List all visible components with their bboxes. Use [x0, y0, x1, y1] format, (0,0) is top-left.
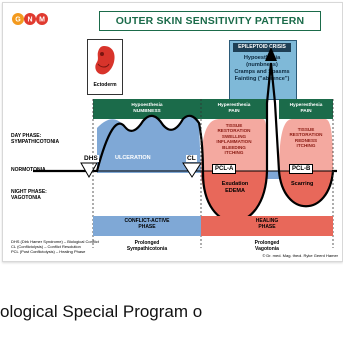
- healing-phase-label: HEALING PHASE: [203, 218, 331, 230]
- label-line: SYMPATHICOTONIA: [11, 139, 60, 145]
- logo-letter-m: M: [39, 17, 45, 24]
- symptom: REDNESS: [294, 137, 318, 143]
- copyright: © Dr. med. Mag. theol. Ryke Geerd Hamer: [262, 253, 338, 258]
- pcl-a-upper: [201, 119, 267, 173]
- band-line: Hyperesthesia: [289, 103, 323, 108]
- right-symptoms: TISSUE RESTORATION REDNESS ITCHING: [282, 127, 330, 149]
- band-line: PAIN: [228, 108, 240, 114]
- sensitivity-curve: [33, 62, 337, 223]
- conflict-active-area: [97, 115, 201, 173]
- band-line: PAIN: [300, 108, 312, 114]
- legend-item: PCL (Post Conflictolysis) – Healing Phas…: [11, 249, 86, 254]
- crisis-line: (numbness): [246, 62, 278, 68]
- logo-letter-n: N: [27, 17, 32, 24]
- pcl-b-marker: PCL-B: [289, 164, 314, 174]
- day-phase-label: DAY PHASE: SYMPATHICOTONIA: [11, 133, 59, 145]
- conflict-band-label: Hypoesthesia NUMBNESS: [99, 103, 195, 114]
- cl-triangle: [182, 162, 202, 178]
- conflict-band: [93, 99, 201, 119]
- hyperesthesia-band-right: [279, 99, 333, 119]
- symptom: ITCHING: [224, 150, 244, 156]
- ulceration-label: ULCERATION: [115, 155, 151, 161]
- prolonged-vagotonia-label: Prolonged Vagotonia: [203, 240, 331, 252]
- band-line: Hypoesthesia: [131, 103, 163, 108]
- diagram-title: OUTER SKIN SENSITIVITY PATTERN: [99, 11, 321, 31]
- pcl-a-valley: [201, 171, 267, 222]
- scarring-label: Scarring: [291, 181, 314, 187]
- symptom: SWELLING: [221, 133, 247, 139]
- label-line: DAY PHASE:: [11, 133, 42, 139]
- exudation-label: Exudation EDEMA: [209, 181, 261, 194]
- symptom: TISSUE: [297, 127, 315, 132]
- label-line: NIGHT PHASE:: [11, 189, 47, 195]
- epileptoid-crisis-text: Hypoesthesia (numbness) Cramps and Spasm…: [231, 55, 293, 83]
- phase-line: Vagotonia: [255, 246, 279, 252]
- hyper-right-band-label: Hyperesthesia PAIN: [281, 103, 331, 114]
- symptom: RESTORATION: [217, 128, 251, 134]
- night-phase-label: NIGHT PHASE: VAGOTONIA: [11, 189, 47, 201]
- phase-line: PHASE: [138, 224, 156, 230]
- epileptoid-crisis-title: EPILEPTOID CRISIS: [233, 43, 291, 52]
- ectoderm-label: Ectoderm: [93, 82, 117, 88]
- cl-marker: CL: [186, 155, 197, 162]
- symptom: RESTORATION: [289, 132, 323, 138]
- phase-line: CONFLICT-ACTIVE: [124, 218, 170, 224]
- healing-phase-box: [201, 216, 333, 236]
- band-line: NUMBNESS: [133, 108, 161, 114]
- label-line: VAGOTONIA: [11, 195, 41, 201]
- phase-line: Prolonged: [254, 240, 280, 246]
- symptom: INFLAMMATION: [216, 139, 252, 145]
- crisis-line: Cramps and Spasms: [234, 69, 290, 75]
- legend: DHS (Dirk Hamer Syndrome) – Biological C…: [11, 239, 111, 254]
- band-line: Hyperesthesia: [217, 103, 251, 108]
- dhs-triangle: [80, 162, 98, 179]
- caption-text: ological Special Program o: [0, 302, 203, 321]
- legend-item: DHS (Dirk Hamer Syndrome) – Biological C…: [11, 239, 99, 244]
- exudation-line: Exudation: [221, 181, 249, 187]
- pcl-a-marker: PCL-A: [212, 164, 237, 174]
- logo-letter-g: G: [15, 17, 21, 24]
- conflict-active-phase-label: CONFLICT-ACTIVE PHASE: [95, 218, 199, 230]
- gnm-logo: G N M: [12, 13, 48, 25]
- exudation-line: EDEMA: [225, 187, 245, 194]
- phase-line: PHASE: [258, 224, 276, 230]
- prolonged-sympathicotonia-label: Prolonged Sympathicotonia: [95, 240, 199, 252]
- normotonia-label: NORMOTONIA: [11, 167, 46, 173]
- phase-line: Sympathicotonia: [126, 246, 168, 252]
- diagram-card: G N M OUTER SKIN SENSITIVITY PATTERN Ect…: [2, 2, 343, 262]
- pcl-b-upper: [279, 119, 333, 171]
- hyper-left-band-label: Hyperesthesia PAIN: [203, 103, 265, 114]
- crisis-line: Fainting ("absence"): [234, 76, 290, 82]
- legend-item: CL (Conflictolysis) – Conflict Resolutio…: [11, 244, 81, 249]
- crisis-line: Hypoesthesia: [243, 55, 281, 61]
- healing-symptoms: TISSUE RESTORATION SWELLING INFLAMMATION…: [204, 123, 264, 155]
- dhs-marker: DHS: [83, 155, 99, 162]
- symptom: ITCHING: [296, 143, 316, 149]
- phase-line: Prolonged: [134, 240, 160, 246]
- phase-line: HEALING: [255, 218, 279, 224]
- hyperesthesia-band-left: [201, 99, 267, 119]
- conflict-active-phase-box: [93, 216, 201, 236]
- symptom: TISSUE: [225, 123, 243, 128]
- embryo-icon: [95, 46, 115, 75]
- sensitivity-curve-diagram: [33, 47, 337, 248]
- pcl-b-valley: [279, 171, 333, 207]
- crisis-arrow: [265, 47, 277, 61]
- symptom: BLEEDING: [222, 144, 246, 150]
